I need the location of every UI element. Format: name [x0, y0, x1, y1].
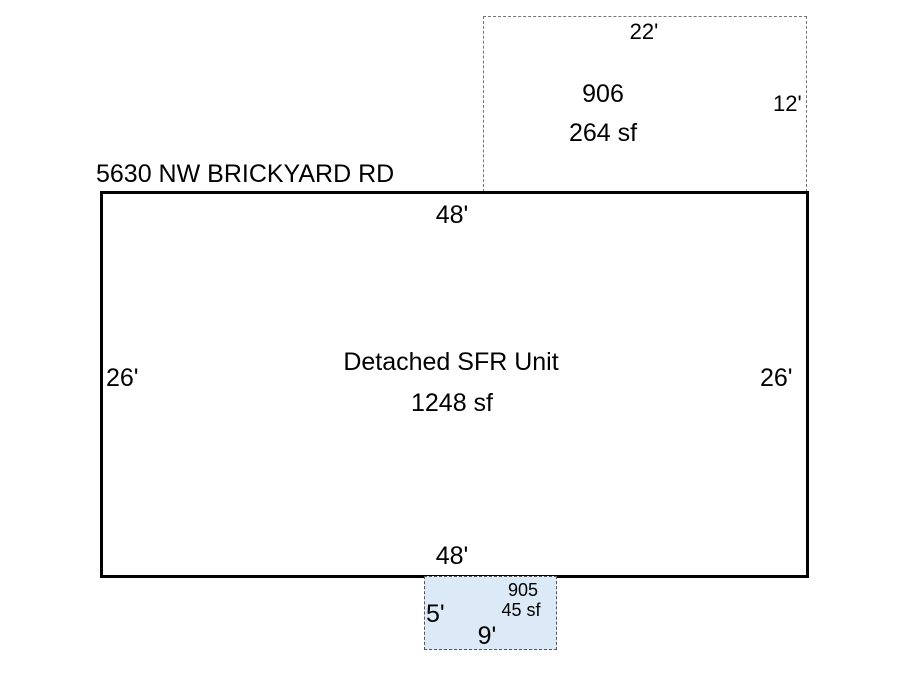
porch-left-dimension: 5' [426, 600, 445, 628]
porch-bottom-dimension: 9' [477, 622, 497, 650]
porch-area-outline [424, 576, 557, 650]
main-area-label: 1248 sf [410, 389, 494, 417]
garage-right-dimension: 12' [773, 91, 802, 116]
main-left-dimension: 26' [106, 364, 139, 392]
main-bottom-dimension: 48' [435, 542, 469, 570]
garage-area-label: 264 sf [568, 119, 638, 147]
address-label: 5630 NW BRICKYARD RD [96, 160, 395, 188]
garage-top-dimension: 22' [629, 19, 659, 44]
main-unit-label: Detached SFR Unit [343, 348, 559, 376]
garage-code: 906 [582, 80, 624, 108]
main-top-dimension: 48' [435, 201, 469, 229]
main-right-dimension: 26' [760, 364, 793, 392]
porch-code: 905 [507, 580, 539, 600]
main-unit-outline [100, 191, 809, 578]
porch-area-label: 45 sf [501, 600, 541, 620]
